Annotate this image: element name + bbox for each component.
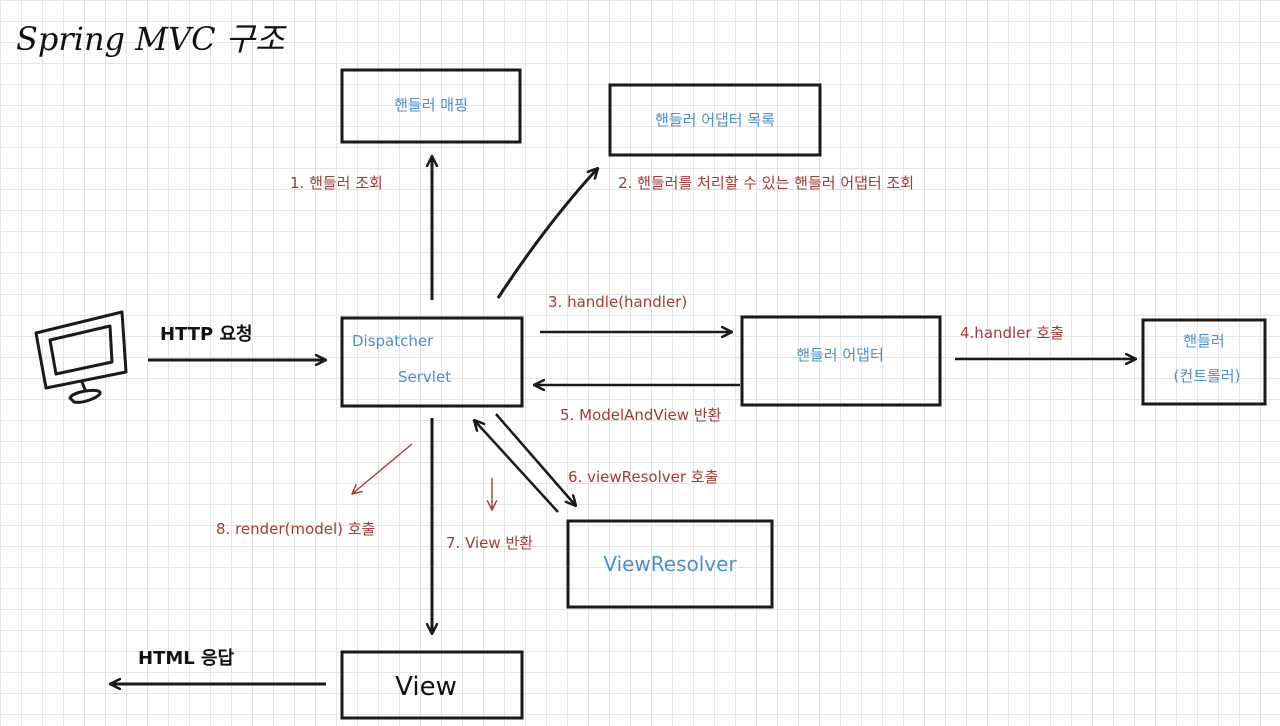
step2-arrow — [496, 168, 598, 299]
dispatcher-servlet-box — [340, 316, 524, 408]
handler-adapter-box — [740, 315, 942, 407]
step1-label: 1. 핸들러 조회 — [290, 174, 383, 192]
step8-label: 8. render(model) 호출 — [216, 520, 375, 538]
dispatcher-label-line1: Dispatcher — [352, 332, 434, 350]
step2-label: 2. 핸들러를 처리할 수 있는 핸들러 어댑터 조회 — [618, 174, 914, 192]
step3-label: 3. handle(handler) — [548, 293, 687, 311]
view-box — [340, 650, 524, 720]
monitor-icon — [34, 310, 128, 404]
handler-label-line1: 핸들러 — [1183, 332, 1224, 350]
handler-adapter-list-label: 핸들러 어댑터 목록 — [655, 111, 775, 129]
step5-label: 5. ModelAndView 반환 — [560, 406, 722, 424]
handler-adapter-list-box — [608, 83, 822, 157]
view-resolver-label: ViewResolver — [603, 552, 737, 576]
dispatcher-label-line2: Servlet — [398, 368, 451, 386]
step6-label: 6. viewResolver 호출 — [568, 468, 718, 486]
page-title: Spring MVC 구조 — [16, 20, 287, 58]
step4-label: 4.handler 호출 — [960, 324, 1064, 342]
handler-box — [1141, 318, 1267, 406]
step6-arrow — [495, 413, 576, 506]
http-request-label: HTTP 요청 — [160, 324, 253, 345]
handler-label-line2: (컨트롤러) — [1174, 367, 1241, 385]
html-response-label: HTML 응답 — [138, 648, 235, 669]
step7-label: 7. View 반환 — [446, 534, 533, 552]
view-resolver-box — [566, 519, 774, 609]
handler-mapping-label: 핸들러 매핑 — [394, 96, 468, 114]
view-return-arrow — [474, 420, 559, 513]
handler-mapping-box — [340, 68, 522, 144]
view-label: View — [395, 672, 457, 702]
handler-adapter-label: 핸들러 어댑터 — [796, 346, 884, 364]
step8-pointer — [351, 443, 413, 495]
